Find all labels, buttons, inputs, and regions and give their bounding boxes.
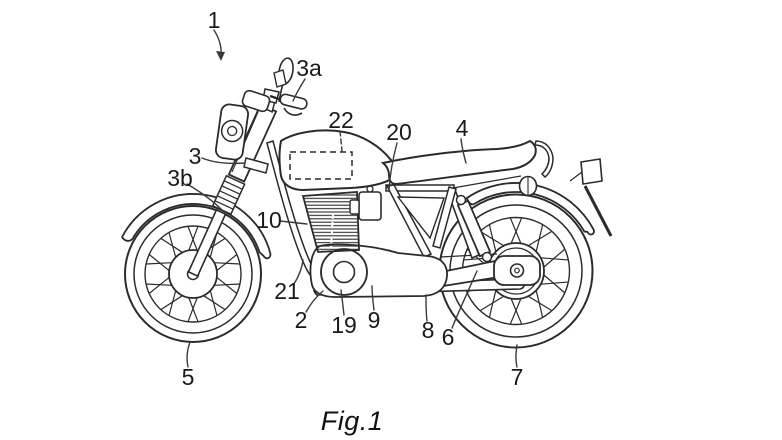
brake-lever [283,107,303,116]
frame-left-tube [385,184,433,258]
headlight-lamp [220,119,244,143]
ref-label-10: 10 [256,207,282,233]
tail-light-stay [583,185,613,237]
ref-label-9: 9 [368,307,381,333]
clutch-cover [320,248,368,296]
fuel-tank [278,129,396,192]
engine-cylinder-fins [301,191,360,253]
cylinder-centerline [330,213,334,249]
leader-6 [451,270,478,329]
ref-label-6: 6 [442,324,455,350]
leader-3a [292,78,306,102]
leader-3 [201,157,246,165]
ref-label-8: 8 [422,317,435,343]
leader-19 [340,289,345,316]
leader-lines [186,29,518,368]
ref-label-3: 3 [189,143,202,169]
leader-22 [339,130,343,152]
shock-lower-eye [481,251,493,263]
ref-label-3a: 3a [296,55,322,81]
ref-label-1: 1 [208,7,221,33]
leader-4 [460,138,467,164]
shock-upper-eye [455,194,467,206]
ref-label-7: 7 [511,364,524,390]
seat-rail-line [452,175,522,189]
engine [301,185,448,298]
frame [266,140,522,288]
front-turn-signal [273,69,287,88]
leader-21 [293,259,304,285]
figure-caption: Fig.1 [321,406,384,436]
ref-label-4: 4 [456,115,469,141]
handlebar-grip [279,93,308,110]
instrument-pod [241,89,271,113]
leader-9 [371,285,375,311]
leader-7 [515,344,518,368]
ref-label-3b: 3b [167,165,193,191]
tail-light [580,158,603,185]
leader-5 [186,341,191,368]
instrument-pod-group [241,89,271,113]
lower-triple-clamp [243,157,269,174]
arrowhead-1 [216,51,225,61]
rear-axle [509,263,525,278]
leader-10 [279,220,308,225]
ref-label-5: 5 [182,364,195,390]
dashed-region-22 [289,151,353,180]
leader-2 [305,290,324,313]
headlight-group [215,103,249,161]
ref-label-19: 19 [331,312,357,338]
leader-8 [425,294,428,322]
grab-rail [534,140,554,179]
fork-gaiter-ribs [214,180,243,210]
reference-labels: 1 3a 22 20 4 3 3b 10 21 2 19 9 8 6 5 7 [167,7,523,390]
tail-light-bracket [569,171,583,182]
ref-label-21: 21 [274,278,300,304]
leader-20 [388,142,398,191]
grip-group [279,93,308,110]
ref-label-2: 2 [295,307,308,333]
seat [380,139,537,186]
carburetor-flange [349,199,360,215]
carburetor [358,191,382,221]
fork-lower-tube [187,208,227,278]
frame-side-panel [396,196,445,240]
ref-label-20: 20 [386,119,412,145]
ref-label-22: 22 [328,107,354,133]
leader-3b [186,183,223,211]
